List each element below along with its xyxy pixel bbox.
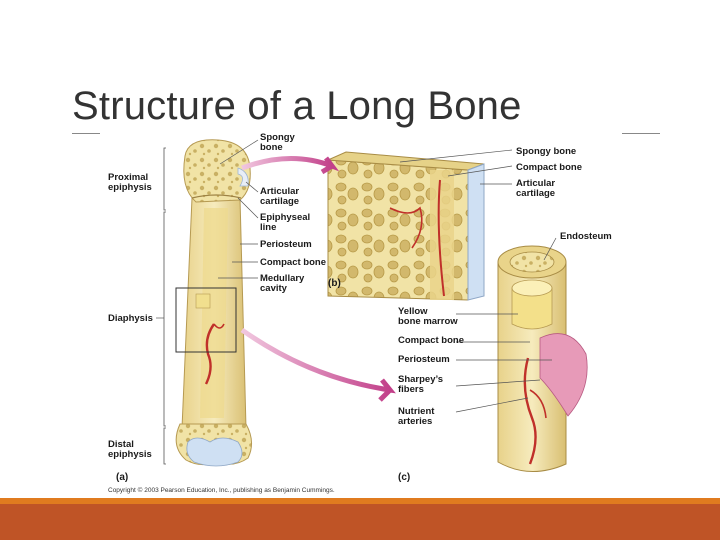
label-a-periosteum: Periosteum <box>260 239 312 250</box>
label-b-spongy-bone: Spongy bone <box>516 146 576 157</box>
label-c-periosteum: Periosteum <box>398 354 450 365</box>
panel-label-b: (b) <box>328 278 341 289</box>
label-c-endosteum: Endosteum <box>560 231 612 242</box>
copyright-notice: Copyright © 2003 Pearson Education, Inc.… <box>108 486 335 494</box>
footer-accent-bar <box>0 498 720 504</box>
label-a-diaphysis: Diaphysis <box>108 313 153 324</box>
title-rule-right <box>622 133 660 134</box>
label-c-compact-bone: Compact bone <box>398 335 464 346</box>
footer-bar <box>0 504 720 540</box>
arrow-to-b <box>241 156 340 175</box>
slide-title: Structure of a Long Bone <box>72 84 522 128</box>
panel-c-shaft <box>497 245 588 473</box>
label-a-compact-bone: Compact bone <box>260 257 326 268</box>
panel-c-leaders <box>455 237 557 413</box>
panel-b-block <box>327 151 485 301</box>
panel-a-bone <box>163 139 252 467</box>
label-b-compact-bone: Compact bone <box>516 162 582 173</box>
arrow-to-c <box>240 327 396 402</box>
panel-a-leaders <box>156 139 259 319</box>
title-rule-left <box>72 133 102 134</box>
panel-label-a: (a) <box>116 472 128 483</box>
panel-label-c: (c) <box>398 472 410 483</box>
panel-b-leaders <box>399 149 513 185</box>
